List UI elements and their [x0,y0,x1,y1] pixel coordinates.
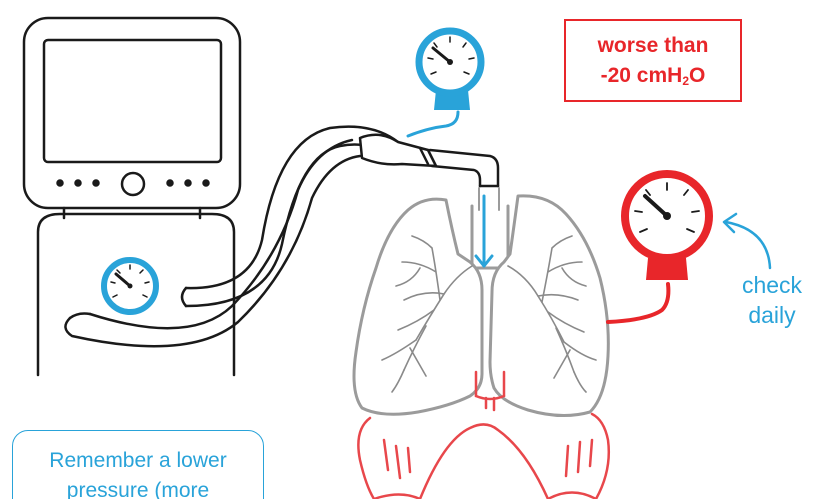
lungs-icon [354,196,608,416]
reminder-callout: Remember a lower pressure (more [12,430,264,499]
pressure-threshold-callout: worse than -20 cmH2O [564,19,742,102]
callout-unit-subscript: 2 [682,74,689,88]
curved-arrow-icon [724,214,770,268]
callout-unit-prefix: -20 cmH [601,64,683,87]
airway-pressure-gauge-icon [408,31,481,136]
endotracheal-tube-icon [479,188,499,210]
check-daily-note: check daily [722,270,822,330]
check-note-line-2: daily [722,300,822,330]
machine-pressure-gauge-icon [104,260,156,312]
callout-line-1: worse than [598,31,709,61]
check-note-line-1: check [722,270,822,300]
reminder-text: Remember a lower pressure (more [49,449,226,499]
cuff-pressure-gauge-icon [608,174,709,322]
callout-unit-suffix: O [689,64,705,87]
callout-line-2: -20 cmH2O [601,61,706,91]
